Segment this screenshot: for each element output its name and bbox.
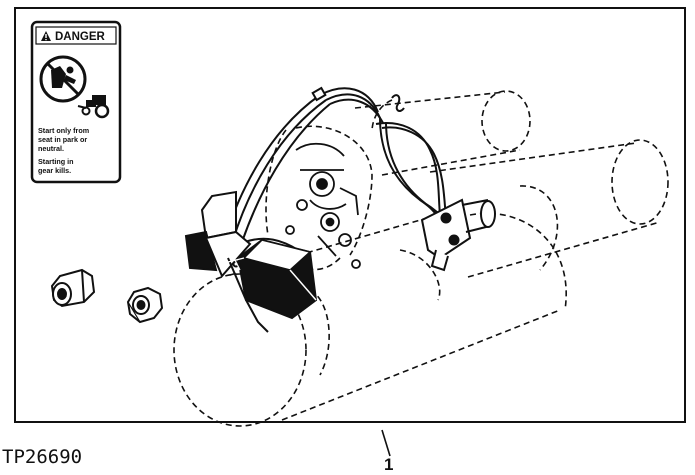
hex-nut-icon <box>50 268 96 308</box>
decal-line-1: Start only from <box>38 126 89 135</box>
hex-nut-icon <box>126 286 164 324</box>
starter-phantom-outline <box>173 90 669 427</box>
decal-line-2: seat in park or <box>38 135 87 144</box>
no-bypass-start-icon <box>39 55 87 103</box>
figure-id: TP26690 <box>2 446 83 468</box>
callout-leader <box>381 429 391 457</box>
decal-line-4: Starting in <box>38 157 74 166</box>
decal-line-5: gear kills. <box>38 166 71 175</box>
callout-number: 1 <box>384 455 394 474</box>
diagram-frame <box>14 7 686 423</box>
tractor-icon <box>77 95 110 119</box>
starter-terminal-details <box>285 142 361 269</box>
decal-line-3: neutral. <box>38 144 64 153</box>
decal-header: DANGER <box>55 31 106 43</box>
danger-decal: DANGER Start only from seat in park or n… <box>30 20 122 184</box>
terminal-cover-boot <box>184 190 318 333</box>
mounting-bracket <box>420 198 496 272</box>
warning-triangle-icon <box>41 31 51 41</box>
